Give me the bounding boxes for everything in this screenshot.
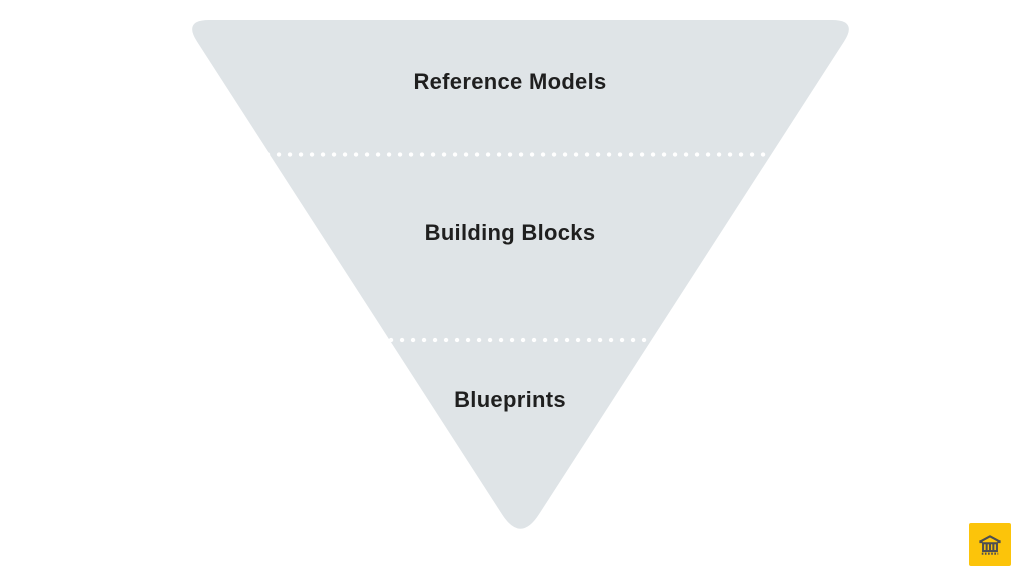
bank-icon: [977, 532, 1003, 558]
brand-badge[interactable]: [969, 523, 1011, 566]
level-label-building-blocks: Building Blocks: [424, 220, 596, 245]
level-label-reference-models: Reference Models: [413, 69, 607, 94]
pyramid-body: [192, 20, 849, 529]
level-label-blueprints: Blueprints: [454, 387, 566, 412]
